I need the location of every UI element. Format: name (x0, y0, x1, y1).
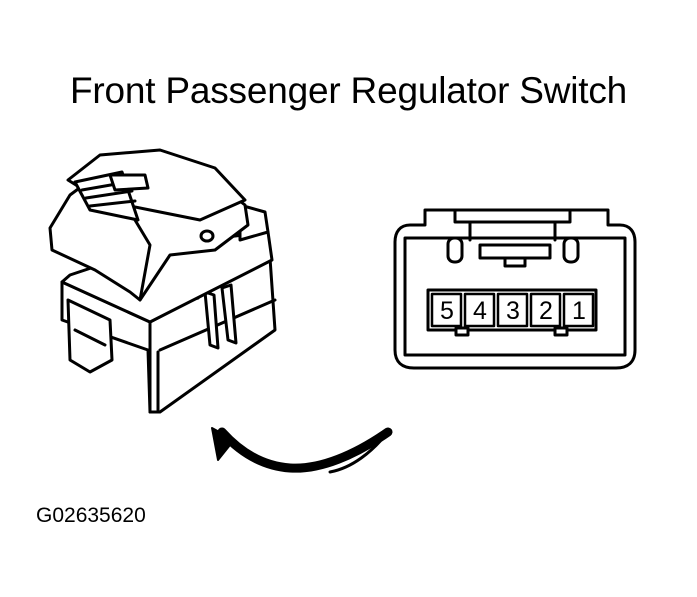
curved-arrow-icon (211, 427, 393, 474)
window-switch-icon (48, 148, 277, 414)
figure-code: G02635620 (36, 504, 146, 527)
pin-label-4: 4 (473, 297, 487, 325)
pin-cell-3 (496, 292, 529, 328)
pin-label-5: 5 (440, 297, 454, 325)
pin-label-2: 2 (539, 297, 553, 325)
connector-face-icon (393, 208, 637, 370)
pin-cell-1 (562, 292, 595, 328)
pin-cell-4 (463, 292, 496, 328)
connector-pins (430, 292, 595, 328)
pin-cell-5 (430, 292, 463, 328)
diagram-title: Front Passenger Regulator Switch (69, 70, 628, 111)
pin-label-3: 3 (506, 297, 520, 325)
pin-cell-2 (529, 292, 562, 328)
pin-label-1: 1 (572, 297, 586, 325)
